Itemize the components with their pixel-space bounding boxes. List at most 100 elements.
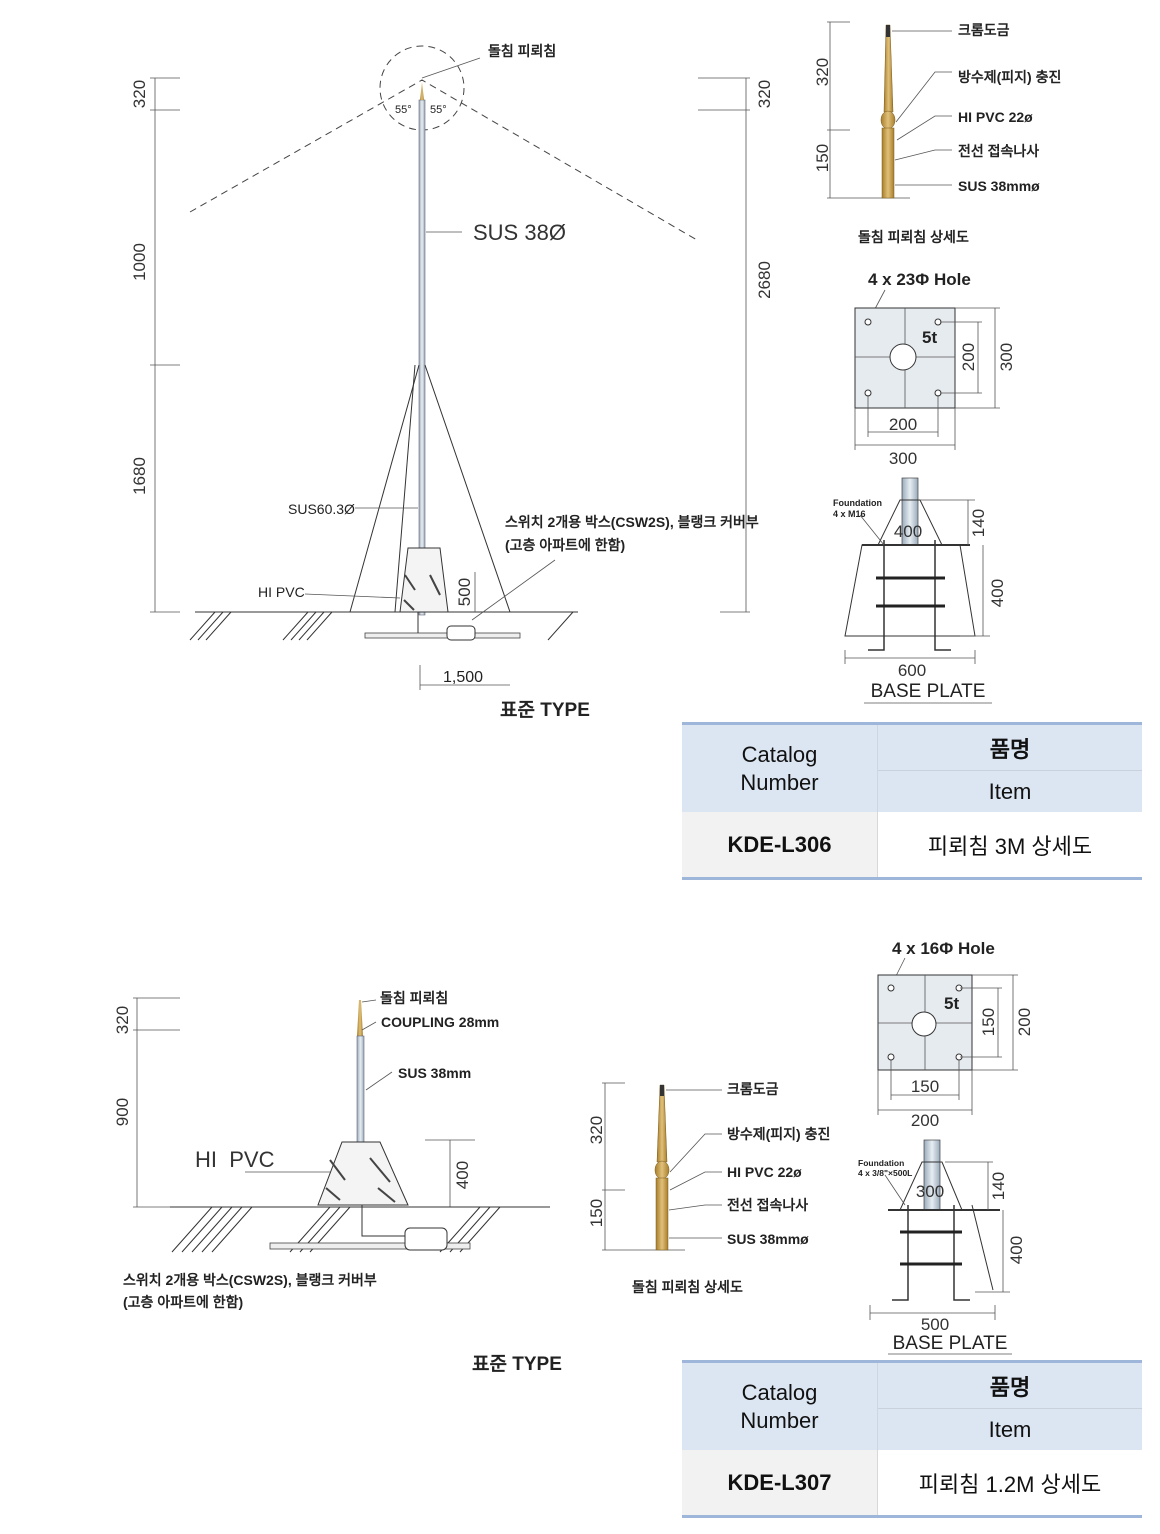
dim-1680: 1680 (130, 457, 149, 495)
catalog-table-2: Catalog Number 품명 Item KDE-L307 피뢰침 1.2M… (682, 1360, 1142, 1518)
dim-320: 320 (587, 1116, 606, 1144)
catalog-table-1: Catalog Number 품명 Item KDE-L306 피뢰침 3M 상… (682, 722, 1142, 880)
section1-base-plate: Foundation 4 x M16 400 140 400 600 BASE … (833, 477, 1007, 704)
detail-item: 크롬도금 (958, 22, 1010, 38)
item-name: 피뢰침 3M 상세도 (927, 833, 1093, 859)
dim-top-width: 400 (894, 522, 922, 541)
pole (356, 1035, 365, 1143)
dim-inner-v: 150 (979, 1008, 998, 1036)
dim-1000: 1000 (130, 243, 149, 281)
foundation-label: Foundation (858, 1158, 904, 1168)
protection-cone (189, 79, 698, 241)
angle-right: 55° (430, 104, 447, 116)
dim-inner-h: 150 (911, 1077, 939, 1096)
catalog-number: KDE-L306 (682, 812, 878, 879)
item-header-en: Item (877, 770, 1142, 812)
dim-400: 400 (453, 1161, 472, 1189)
right-dimension-line (698, 77, 750, 613)
dim-320-right: 320 (755, 80, 774, 108)
angle-left: 55° (395, 104, 412, 116)
detail-item: 전선 접속나사 (958, 143, 1039, 159)
detail-item: 방수제(피지) 충진 (727, 1126, 830, 1142)
bolt-label: 4 x M16 (833, 509, 866, 519)
dim-140: 140 (989, 1172, 1008, 1200)
ground-hatch (189, 611, 574, 641)
thickness-label: 5t (944, 994, 959, 1013)
label-coupling: COUPLING 28mm (381, 1014, 499, 1030)
dim-320: 320 (813, 58, 832, 86)
section1-rod-detail: 320 150 크롬도금 방수제(피지) 충진 HI PVC 22ø 전선 접속… (813, 21, 1061, 245)
detail-item: HI PVC 22ø (727, 1164, 802, 1180)
section1-plate: 4 x 23Φ Hole 5t 200 300 200 300 (854, 270, 1016, 468)
title-standard-type: 표준 TYPE (472, 1354, 562, 1375)
section1-elevation: 320 1000 1680 320 2680 55° 55° 돌침 피뢰침 SU… (130, 43, 774, 721)
dim-outer-v: 200 (1015, 1008, 1034, 1036)
label-stay: SUS60.3Ø (288, 501, 355, 517)
catalog-number-header: Catalog Number (682, 1361, 878, 1450)
label-hipvc: HI PVC (195, 1147, 275, 1172)
hole-label: 4 x 23Φ Hole (868, 270, 971, 289)
detail-title: 돌침 피뢰침 상세도 (858, 229, 969, 245)
hole-label: 4 x 16Φ Hole (892, 939, 995, 958)
base-plate-title: BASE PLATE (893, 1333, 1008, 1354)
dim-150: 150 (813, 144, 832, 172)
rod-body (655, 1177, 669, 1251)
detail-item: SUS 38mmø (958, 178, 1040, 194)
dim-1500: 1,500 (443, 669, 483, 686)
stays (349, 364, 511, 613)
dim-inner-v: 200 (959, 343, 978, 371)
catalog-number-header: Catalog Number (682, 723, 878, 812)
item-header-en: Item (877, 1408, 1142, 1450)
catalog-number: KDE-L307 (682, 1450, 878, 1517)
detail-item: HI PVC 22ø (958, 109, 1033, 125)
dim-900: 900 (113, 1098, 132, 1126)
dim-2680: 2680 (755, 261, 774, 299)
label-pole: SUS 38Ø (473, 220, 566, 245)
item-header-ko: 품명 (877, 723, 1142, 771)
section2-elevation: 320 900 돌침 피뢰침 COUPLING 28mm SUS 38mm HI… (113, 990, 562, 1375)
dim-400: 400 (1007, 1236, 1026, 1264)
label-hipvc: HI PVC (258, 584, 305, 600)
bolt-label: 4 x 3/8"×500L (858, 1168, 912, 1178)
dim-320: 320 (113, 1006, 132, 1034)
detail-item: SUS 38mmø (727, 1231, 809, 1247)
label-rod: 돌침 피뢰침 (380, 990, 448, 1006)
pole (418, 99, 426, 616)
thickness-label: 5t (922, 328, 937, 347)
base-plate-title: BASE PLATE (871, 681, 986, 702)
dim-600: 600 (898, 661, 926, 680)
section2-base-plate: Foundation 4 x 3/8"×500L 300 140 400 500… (858, 1139, 1026, 1355)
dim-150: 150 (587, 1199, 606, 1227)
item-header-ko: 품명 (877, 1361, 1142, 1409)
switch-box (404, 1227, 448, 1251)
foundation-label: Foundation (833, 498, 882, 508)
left-dimension-line (150, 77, 180, 613)
dim-inner-h: 200 (889, 415, 917, 434)
label-box-note: (고층 아파트에 한함) (505, 537, 625, 553)
dim-140: 140 (969, 509, 988, 537)
title-standard-type: 표준 TYPE (500, 700, 590, 721)
switch-box (446, 625, 476, 641)
rod-body (881, 127, 895, 199)
dim-400: 400 (988, 579, 1007, 607)
dim-outer-h: 300 (889, 449, 917, 468)
label-box: 스위치 2개용 박스(CSW2S), 블랭크 커버부 (505, 514, 759, 530)
detail-item: 전선 접속나사 (727, 1197, 808, 1213)
section2-plate: 4 x 16Φ Hole 5t 150 200 150 200 (877, 939, 1034, 1130)
dim-320: 320 (130, 80, 149, 108)
label-pole: SUS 38mm (398, 1065, 471, 1081)
label-box: 스위치 2개용 박스(CSW2S), 블랭크 커버부 (123, 1272, 377, 1288)
dim-outer-v: 300 (997, 343, 1016, 371)
dim-top-width: 300 (916, 1182, 944, 1201)
rod-tip (420, 82, 424, 100)
detail-item: 크롬도금 (727, 1081, 779, 1097)
base-block (317, 1141, 409, 1206)
label-rod: 돌침 피뢰침 (488, 43, 556, 59)
detail-item: 방수제(피지) 충진 (958, 69, 1061, 85)
dim-base-500: 500 (455, 578, 474, 606)
dim-500: 500 (921, 1315, 949, 1334)
section2-rod-detail: 320 150 크롬도금 방수제(피지) 충진 HI PVC 22ø 전선 접속… (587, 1081, 830, 1295)
detail-title: 돌침 피뢰침 상세도 (632, 1279, 743, 1295)
label-box-note: (고층 아파트에 한함) (123, 1294, 243, 1310)
